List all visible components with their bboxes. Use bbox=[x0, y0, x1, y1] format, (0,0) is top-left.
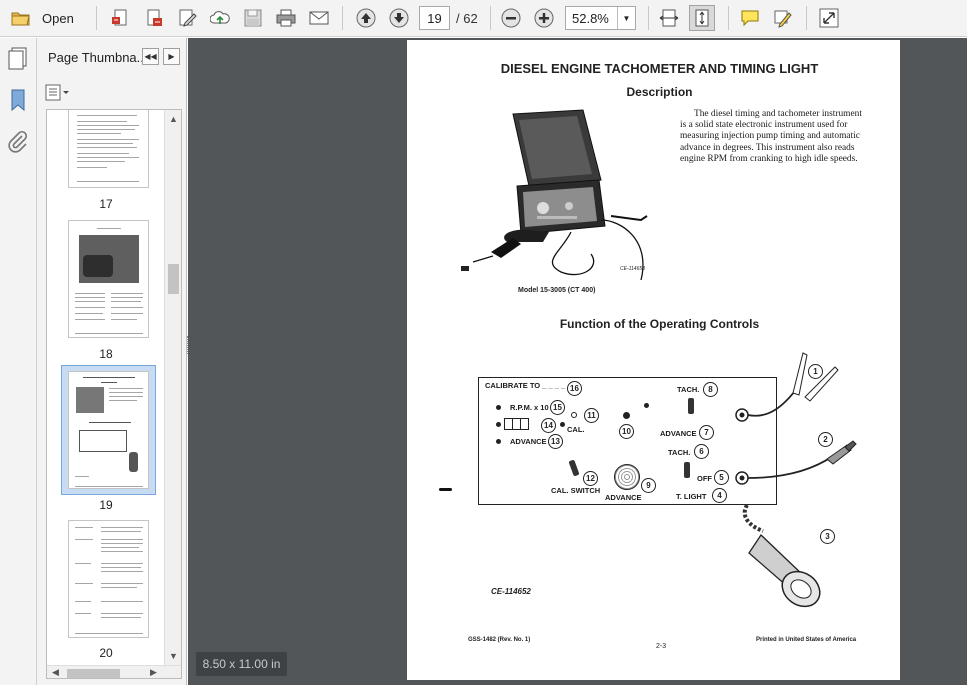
callout: 3 bbox=[820, 529, 835, 544]
diagram-label: CALIBRATE TO _ _ _ _ bbox=[485, 381, 566, 390]
thumbnail-label: 18 bbox=[99, 347, 113, 361]
cable-leads-illustration bbox=[735, 352, 857, 608]
callout: 12 bbox=[583, 471, 598, 486]
callout: 16 bbox=[567, 381, 582, 396]
diagram-label: R.P.M. x 10 bbox=[510, 403, 549, 412]
thumbnail-label: 19 bbox=[99, 498, 113, 512]
collapse-panel-icon[interactable]: ◀◀ bbox=[142, 48, 159, 65]
scroll-down-icon[interactable]: ▼ bbox=[169, 651, 178, 661]
callout: 6 bbox=[694, 444, 709, 459]
figure-code: CE-114652 bbox=[491, 587, 531, 596]
diagram-label: TACH. bbox=[668, 448, 691, 457]
comment-icon[interactable] bbox=[737, 5, 763, 31]
diagram-label: T. LIGHT bbox=[676, 492, 707, 501]
print-icon[interactable] bbox=[273, 5, 299, 31]
attachments-icon[interactable] bbox=[6, 130, 30, 154]
instrument-photo bbox=[461, 109, 648, 281]
scroll-right-icon[interactable]: ▶ bbox=[150, 667, 157, 677]
page-title: DIESEL ENGINE TACHOMETER AND TIMING LIGH… bbox=[500, 61, 819, 76]
edit-pdf-icon[interactable] bbox=[174, 5, 200, 31]
callout: 14 bbox=[541, 418, 556, 433]
zoom-out-icon[interactable] bbox=[498, 5, 524, 31]
open-folder-icon[interactable] bbox=[8, 5, 34, 31]
thumbnail-list[interactable]: 17 18 bbox=[46, 109, 182, 679]
thumbnail-page-18[interactable] bbox=[68, 220, 149, 338]
next-page-icon[interactable] bbox=[386, 5, 412, 31]
create-pdf-icon[interactable] bbox=[108, 5, 134, 31]
diagram-label: TACH. bbox=[677, 385, 700, 394]
scroll-up-icon[interactable]: ▲ bbox=[169, 114, 178, 124]
scrollbar-thumb[interactable] bbox=[168, 264, 179, 294]
fit-page-icon[interactable] bbox=[689, 5, 715, 31]
fullscreen-icon[interactable] bbox=[816, 5, 842, 31]
thumbnail-page-17[interactable] bbox=[68, 110, 149, 188]
scroll-left-icon[interactable]: ◀ bbox=[52, 667, 59, 677]
page-footer-number: 2-3 bbox=[656, 643, 667, 650]
diagram-label: OFF bbox=[697, 474, 712, 483]
thumbnail-panel: Page Thumbna... ◀◀ ▶ 17 bbox=[37, 38, 187, 685]
toolbar: Open 19 / 62 52.8% ▼ bbox=[0, 0, 967, 37]
fit-width-icon[interactable] bbox=[656, 5, 682, 31]
email-icon[interactable] bbox=[306, 5, 332, 31]
thumbnail-horizontal-scrollbar[interactable]: ◀ ▶ bbox=[47, 665, 181, 678]
highlight-pen-icon[interactable] bbox=[770, 5, 796, 31]
page-thumbnails-icon[interactable] bbox=[6, 46, 30, 70]
save-icon[interactable] bbox=[240, 5, 266, 31]
control-panel-diagram bbox=[478, 377, 777, 505]
section-heading: Description bbox=[626, 85, 693, 99]
document-viewport[interactable]: DIESEL ENGINE TACHOMETER AND TIMING LIGH… bbox=[188, 38, 967, 685]
callout: 2 bbox=[818, 432, 833, 447]
thumbnail-page-20[interactable] bbox=[68, 520, 149, 638]
zoom-value: 52.8% bbox=[572, 10, 609, 26]
section-heading: Function of the Operating Controls bbox=[559, 317, 760, 331]
callout: 7 bbox=[699, 425, 714, 440]
callout: 11 bbox=[584, 408, 599, 423]
callout: 5 bbox=[714, 470, 729, 485]
photo-caption: Model 15-3005 (CT 400) bbox=[518, 287, 596, 294]
previous-page-icon[interactable] bbox=[353, 5, 379, 31]
pdf-page: DIESEL ENGINE TACHOMETER AND TIMING LIGH… bbox=[407, 40, 900, 680]
navigation-rail bbox=[0, 38, 37, 685]
zoom-select[interactable]: 52.8% ▼ bbox=[565, 6, 636, 30]
callout: 13 bbox=[548, 434, 563, 449]
scrollbar-thumb[interactable] bbox=[67, 669, 120, 678]
diagram-label: ADVANCE bbox=[510, 437, 547, 446]
thumbnail-options-button[interactable] bbox=[45, 84, 71, 102]
zoom-in-icon[interactable] bbox=[531, 5, 557, 31]
open-button[interactable]: Open bbox=[42, 11, 74, 26]
upload-cloud-icon[interactable] bbox=[207, 5, 233, 31]
page-size-indicator: 8.50 x 11.00 in bbox=[196, 652, 287, 676]
dropdown-arrow-icon[interactable]: ▼ bbox=[617, 7, 635, 29]
photo-code: CE-114653 bbox=[620, 266, 645, 272]
diagram-label: CAL. bbox=[567, 425, 585, 434]
footer-left: GSS-1482 (Rev. No. 1) bbox=[468, 637, 531, 643]
panel-title: Page Thumbna... bbox=[48, 50, 148, 65]
callout: 4 bbox=[712, 488, 727, 503]
description-paragraph: The diesel timing and tachometer instrum… bbox=[680, 109, 862, 164]
page-total: / 62 bbox=[456, 11, 478, 26]
thumbnail-label: 20 bbox=[99, 646, 113, 660]
thumbnail-vertical-scrollbar[interactable]: ▲ ▼ bbox=[164, 110, 181, 665]
callout: 9 bbox=[641, 478, 656, 493]
callout: 1 bbox=[808, 364, 823, 379]
callout: 10 bbox=[619, 424, 634, 439]
footer-right: Printed in United States of America bbox=[756, 637, 857, 643]
thumbnail-label: 17 bbox=[99, 197, 113, 211]
expand-panel-icon[interactable]: ▶ bbox=[163, 48, 180, 65]
diagram-label: CAL. SWITCH bbox=[551, 486, 601, 495]
page-number-input[interactable]: 19 bbox=[419, 6, 450, 30]
callout: 15 bbox=[550, 400, 565, 415]
diagram-label: ADVANCE bbox=[605, 493, 642, 502]
bookmarks-icon[interactable] bbox=[6, 88, 30, 112]
export-pdf-icon[interactable] bbox=[141, 5, 167, 31]
callout: 8 bbox=[703, 382, 718, 397]
diagram-label: ADVANCE bbox=[660, 429, 697, 438]
thumbnail-page-19-selected[interactable] bbox=[61, 365, 156, 495]
